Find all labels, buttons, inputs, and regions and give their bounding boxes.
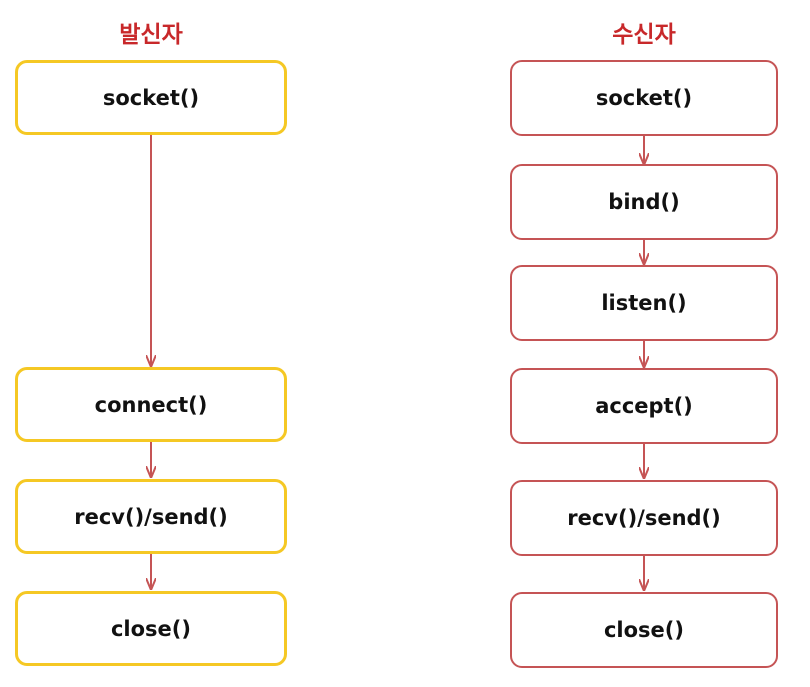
receiver-step-recv-send: recv()/send() bbox=[510, 480, 778, 556]
receiver-step-listen: listen() bbox=[510, 265, 778, 341]
receiver-title: 수신자 bbox=[612, 22, 676, 48]
sender-step-connect: connect() bbox=[15, 367, 287, 442]
receiver-step-bind: bind() bbox=[510, 164, 778, 240]
receiver-step-accept: accept() bbox=[510, 368, 778, 444]
sender-title: 발신자 bbox=[119, 22, 183, 48]
receiver-step-close: close() bbox=[510, 592, 778, 668]
receiver-step-socket: socket() bbox=[510, 60, 778, 136]
sender-step-socket: socket() bbox=[15, 60, 287, 135]
sender-step-recv-send: recv()/send() bbox=[15, 479, 287, 554]
sender-step-close: close() bbox=[15, 591, 287, 666]
